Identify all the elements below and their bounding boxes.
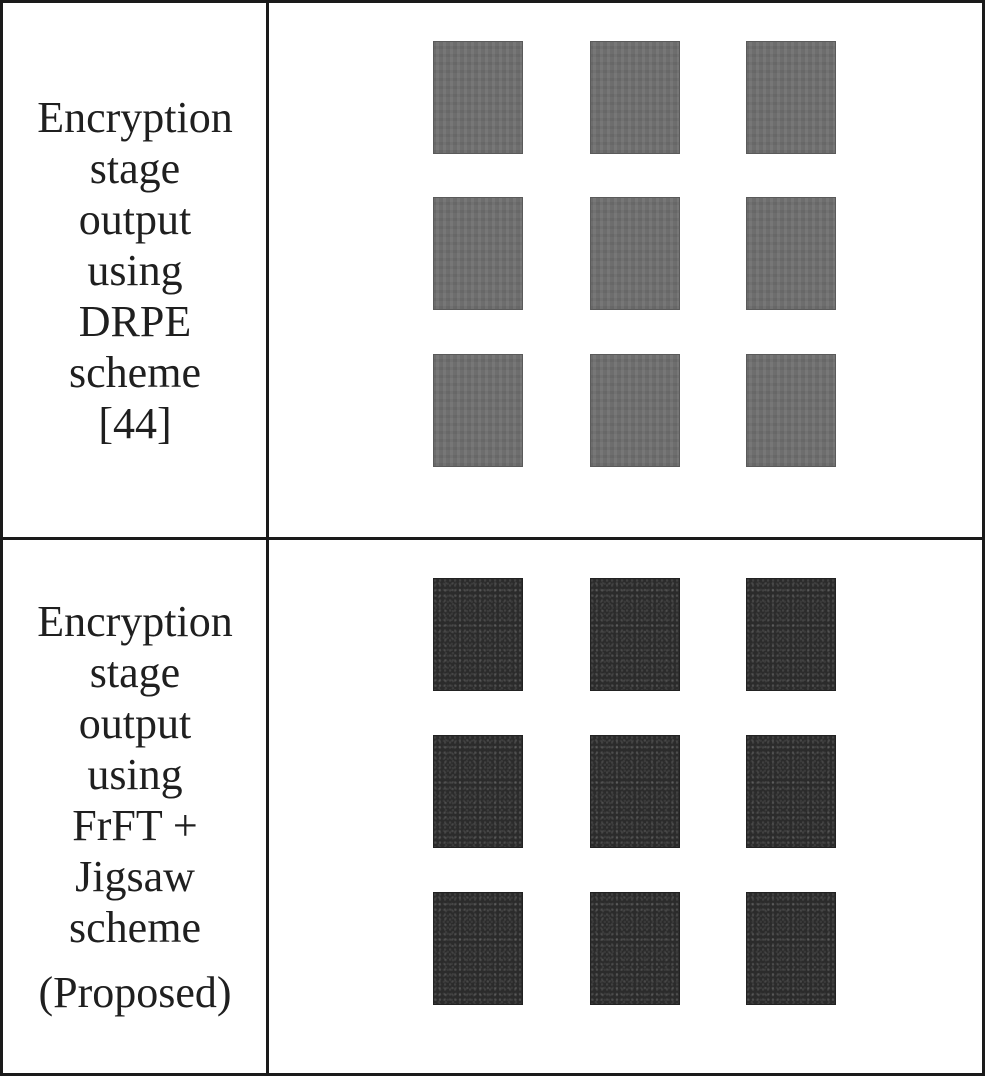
encrypted-image-drpe <box>433 41 523 154</box>
row-label-line: scheme <box>69 347 201 397</box>
encrypted-image-proposed <box>433 892 523 1005</box>
row-label-line: stage <box>89 647 181 697</box>
encrypted-image-drpe <box>746 354 836 467</box>
row-label-line: output <box>78 194 192 244</box>
encrypted-image-proposed <box>433 578 523 691</box>
row-divider <box>0 537 985 540</box>
encrypted-image-proposed <box>433 735 523 848</box>
column-divider <box>266 0 269 1076</box>
table-border-bottom <box>0 1073 985 1076</box>
encrypted-image-drpe <box>746 197 836 310</box>
row-label-line: output <box>78 698 192 748</box>
encrypted-image-proposed <box>590 735 680 848</box>
encrypted-image-proposed <box>590 578 680 691</box>
encrypted-image-drpe <box>433 354 523 467</box>
table-border-right <box>982 0 985 1076</box>
table-border-left <box>0 0 3 1076</box>
table-border-top <box>0 0 985 3</box>
encrypted-image-drpe <box>746 41 836 154</box>
encrypted-image-drpe <box>590 197 680 310</box>
encrypted-image-proposed <box>590 892 680 1005</box>
row-label-proposed: Encryption stage output using FrFT + Jig… <box>3 540 267 1073</box>
encrypted-image-proposed <box>746 735 836 848</box>
row-label-line: Encryption <box>37 92 233 142</box>
proposed-tag: (Proposed) <box>38 967 232 1017</box>
row-label-line: Jigsaw <box>75 851 195 901</box>
row-label-line: using <box>87 749 183 799</box>
row-label-line: stage <box>89 143 181 193</box>
row-label-line: FrFT + <box>72 800 198 850</box>
encrypted-image-drpe <box>433 197 523 310</box>
encrypted-image-drpe <box>590 354 680 467</box>
encrypted-image-proposed <box>746 892 836 1005</box>
row-label-line: scheme <box>69 902 201 952</box>
row-label-line: DRPE <box>78 296 192 346</box>
encrypted-image-drpe <box>590 41 680 154</box>
row-label-line: Encryption <box>37 596 233 646</box>
encrypted-image-proposed <box>746 578 836 691</box>
row-label-drpe: Encryption stage output using DRPE schem… <box>3 3 267 537</box>
row-label-line: using <box>87 245 183 295</box>
row-label-line: [44] <box>98 398 172 448</box>
